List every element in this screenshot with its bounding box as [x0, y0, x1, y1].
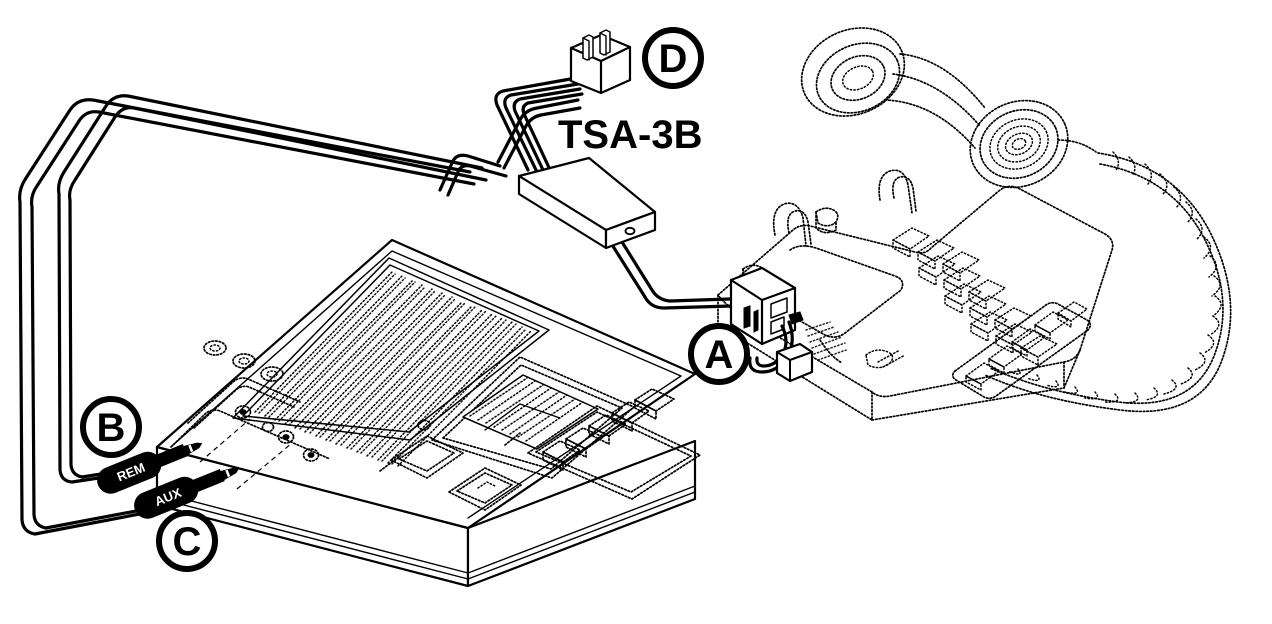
recorder-front-buttons[interactable]	[390, 435, 522, 511]
keypad-key[interactable]	[917, 239, 955, 262]
knob-2[interactable]	[232, 353, 256, 369]
keypad-key[interactable]	[943, 267, 981, 290]
cable-to-power-adapter	[438, 76, 584, 197]
callout-a-label: A	[705, 333, 734, 377]
tsa-3b-module	[517, 156, 657, 250]
callout-a: A	[688, 323, 750, 385]
keypad-key[interactable]	[892, 227, 930, 250]
callout-b-label: B	[97, 406, 126, 450]
callout-d-label: D	[659, 37, 688, 81]
jack-aux[interactable]	[277, 430, 295, 444]
transport-button[interactable]	[634, 388, 675, 420]
keypad-key[interactable]	[969, 295, 1007, 318]
callout-c: C	[156, 510, 218, 572]
line-coupler	[729, 266, 847, 383]
plug-aux	[134, 467, 240, 519]
model-label: TSA-3B	[558, 113, 702, 157]
keypad-key[interactable]	[970, 311, 1008, 334]
keypad-row	[918, 255, 1006, 310]
knob-1[interactable]	[203, 340, 227, 356]
ac-power-adapter	[569, 29, 632, 95]
callout-d: D	[642, 27, 704, 89]
plug-rem	[97, 442, 203, 494]
keypad-key[interactable]	[1020, 335, 1058, 358]
jack-ear[interactable]	[302, 448, 320, 462]
callout-c-label: C	[173, 520, 202, 564]
recorder-transport-buttons[interactable]	[527, 388, 701, 500]
cassette-recorder	[155, 238, 701, 588]
knob-3[interactable]	[260, 366, 284, 382]
keypad-key[interactable]	[995, 323, 1033, 346]
feature-key[interactable]	[1057, 301, 1088, 328]
coiled-handset-cord	[984, 151, 1232, 413]
handset-mouthpiece	[969, 99, 1069, 189]
recorder-jacks[interactable]	[199, 405, 431, 490]
keypad-key[interactable]	[942, 251, 980, 274]
speaker-grille	[232, 257, 550, 467]
keypad-key[interactable]	[944, 283, 982, 306]
jack-mic[interactable]	[234, 405, 252, 419]
front-button-1[interactable]	[390, 435, 464, 479]
jack-rem[interactable]	[261, 421, 275, 433]
cassette-window	[431, 356, 635, 479]
indicator-light	[417, 419, 431, 431]
recorder-knobs[interactable]	[170, 340, 331, 460]
handset-earpiece	[800, 27, 906, 117]
front-button-2[interactable]	[448, 467, 522, 511]
transport-button[interactable]	[542, 440, 581, 471]
transport-button[interactable]	[565, 427, 604, 458]
cable-bundle-left-loop	[18, 94, 488, 536]
keypad-key[interactable]	[918, 255, 956, 278]
keypad-row	[892, 227, 980, 282]
transport-button[interactable]	[588, 414, 627, 445]
cable-to-telephone-coupler	[602, 224, 733, 310]
transport-button[interactable]	[611, 401, 650, 432]
keypad-key[interactable]	[968, 279, 1006, 302]
callout-b: B	[80, 396, 142, 458]
telephone-handset	[800, 27, 1097, 189]
